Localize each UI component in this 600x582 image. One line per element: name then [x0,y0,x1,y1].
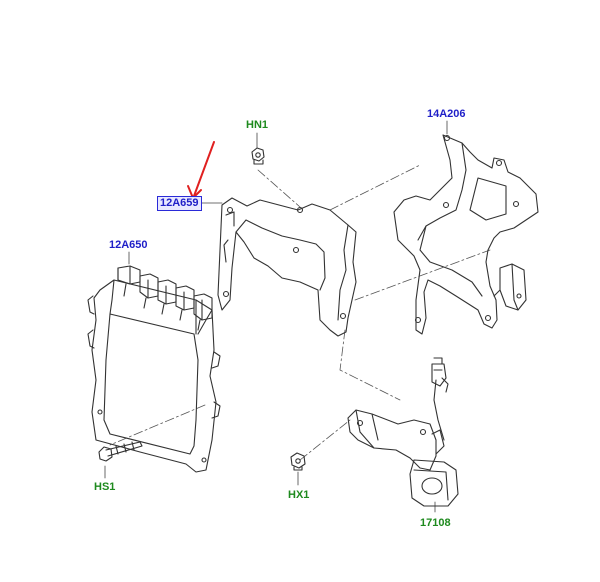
leader-lines [104,120,448,513]
sensor-assembly-17108 [347,357,459,507]
label-hn1[interactable]: HN1 [246,119,269,131]
label-14a206[interactable]: 14A206 [427,108,466,120]
label-17108[interactable]: 17108 [420,517,451,529]
pointer-arrow [187,141,215,199]
label-hs1[interactable]: HS1 [94,481,116,493]
label-hx1[interactable]: HX1 [288,489,310,501]
bolt-hs1 [98,441,143,462]
assembly-centerlines [109,164,491,461]
ecu-module-12a650 [87,265,221,473]
nut-hn1 [251,147,265,165]
ecu-bracket-12a659 [217,197,357,337]
nut-hx1 [290,452,306,471]
connector-blocks [117,265,213,331]
label-12a650[interactable]: 12A650 [109,239,148,251]
bracket-14a206 [393,134,539,335]
label-12a659-highlighted[interactable]: 12A659 [157,196,202,211]
